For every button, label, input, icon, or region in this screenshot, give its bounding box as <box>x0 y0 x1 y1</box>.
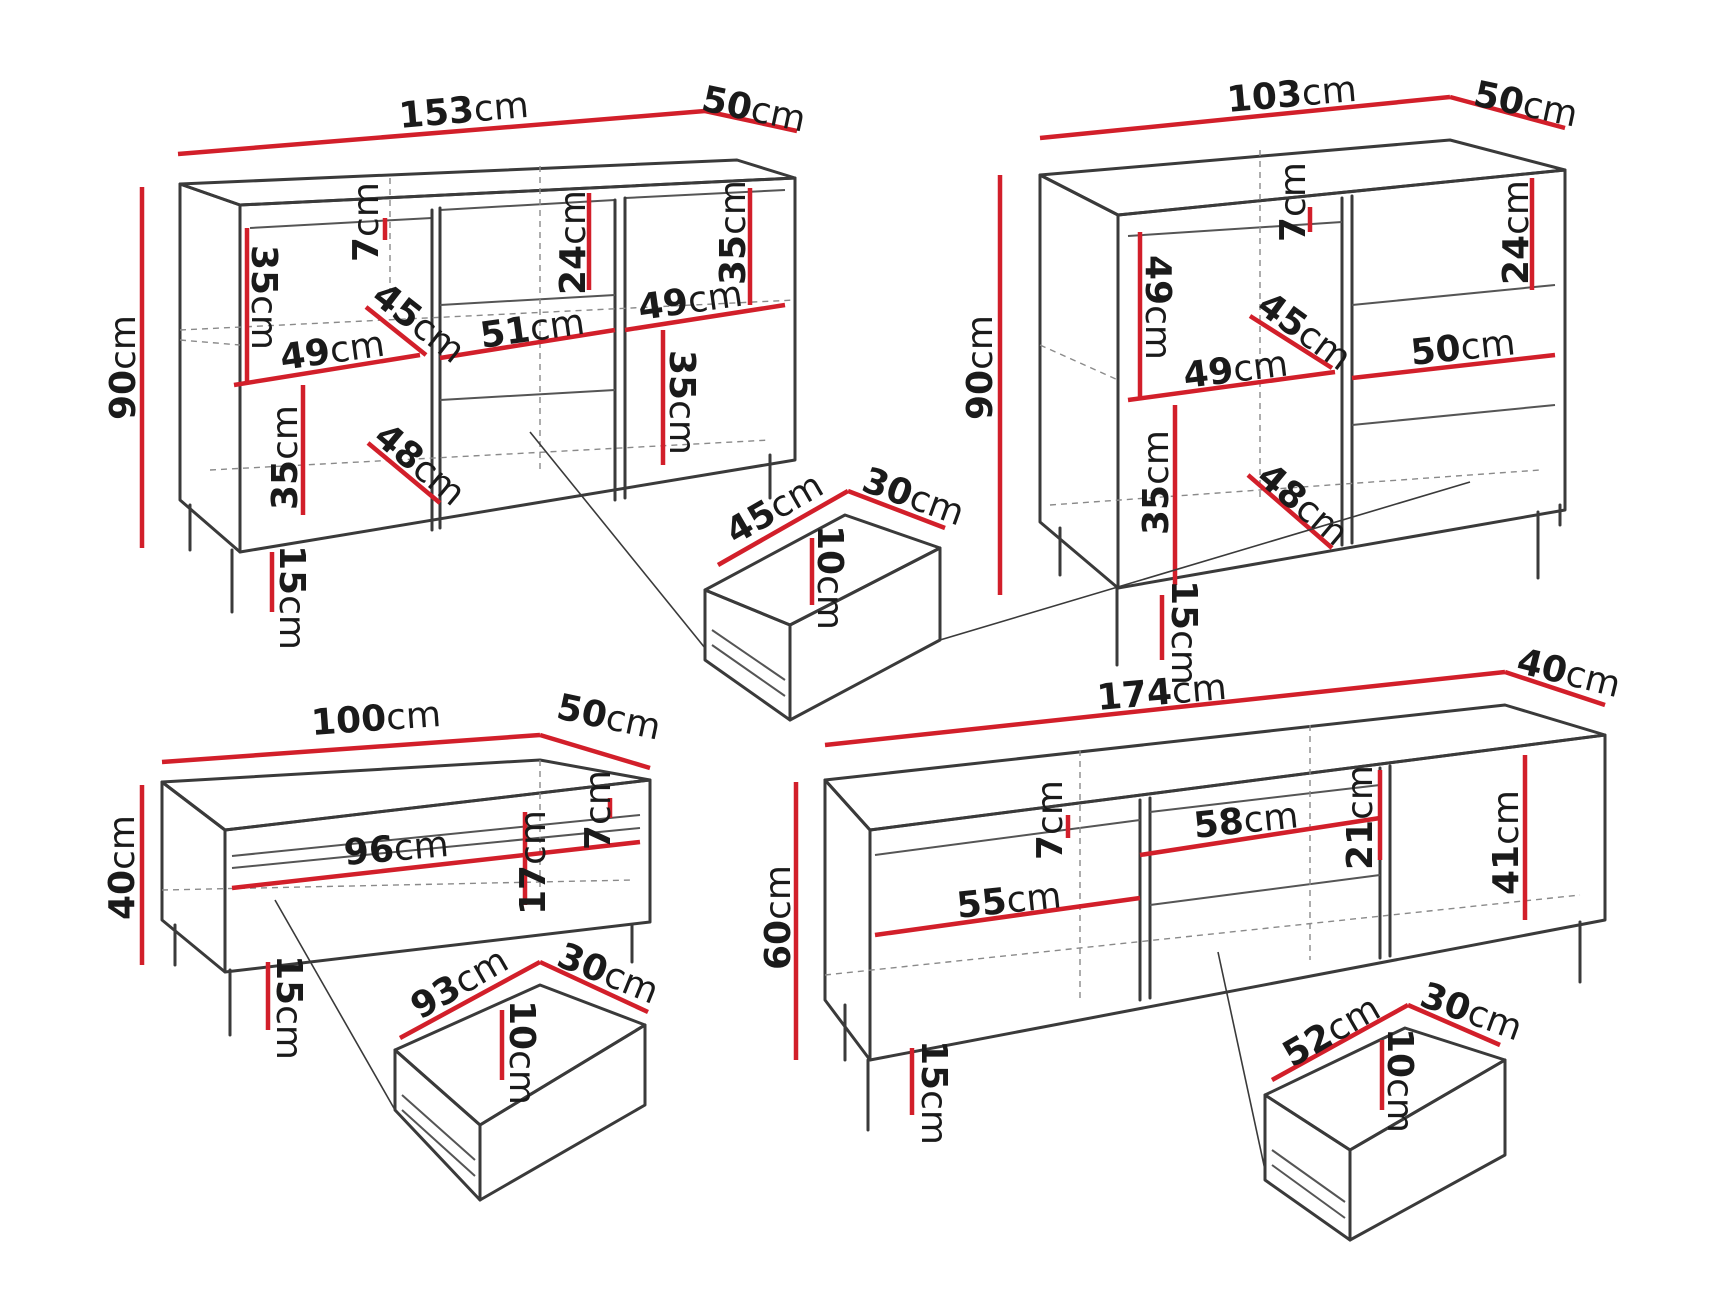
tv-unit: 174cm 40cm 60cm 15cm 7cm 58cm 21cm 55cm … <box>758 641 1625 1171</box>
drawer-label-height: 10cm <box>809 525 850 630</box>
drawer-label-width: 93cm <box>404 940 515 1028</box>
tv-unit-outline <box>823 703 1607 1132</box>
coffee-table-drawer: 93cm 30cm 10cm <box>393 935 665 1202</box>
drawer-leader <box>274 899 396 1111</box>
label-inner-0: 7cm <box>1030 780 1071 860</box>
label-depth: 50cm <box>553 687 664 749</box>
sideboard-large-drawer: 45cm 30cm 10cm <box>703 460 970 722</box>
label-height: 90cm <box>103 315 144 420</box>
label-inner-2: 7cm <box>578 770 619 850</box>
label-inner-0: 7cm <box>1273 162 1314 242</box>
label-inner-1: 49cm <box>1137 255 1178 360</box>
coffee-table: 100cm 50cm 40cm 15cm 96cm 17cm 7cm <box>102 687 664 1111</box>
sideboard-large-dims: 153cm 50cm 90cm 15cm 7cm 35cm 24cm 35cm … <box>103 79 809 650</box>
label-inner-6: 35cm <box>1136 430 1177 535</box>
label-height: 40cm <box>102 815 143 920</box>
label-depth: 50cm <box>698 79 809 141</box>
label-inner-10: 48cm <box>366 415 473 514</box>
label-inner-7: 48cm <box>1249 455 1356 554</box>
label-width: 103cm <box>1225 69 1358 121</box>
sideboard-small-outline <box>1038 138 1567 667</box>
label-inner-0: 7cm <box>346 182 387 262</box>
label-inner-9: 35cm <box>661 350 702 455</box>
label-inner-4: 41cm <box>1486 790 1527 895</box>
drawer-leader <box>529 431 706 649</box>
label-leg: 15cm <box>271 545 312 650</box>
drawer-label-height: 10cm <box>1379 1028 1420 1133</box>
coffee-table-dims: 100cm 50cm 40cm 15cm 96cm 17cm 7cm <box>102 687 664 1060</box>
drawer-label-depth: 30cm <box>552 935 665 1012</box>
sideboard-small-dims: 103cm 50cm 90cm 15cm 7cm 49cm 24cm 45cm … <box>960 69 1581 685</box>
drawer-leader <box>1217 951 1266 1171</box>
dim-line-width <box>177 108 706 157</box>
label-width: 153cm <box>397 85 530 137</box>
sideboard-small: 103cm 50cm 90cm 15cm 7cm 49cm 24cm 45cm … <box>939 69 1581 685</box>
label-inner-2: 21cm <box>1340 765 1381 870</box>
coffee-table-outline <box>160 758 652 1037</box>
label-width: 174cm <box>1095 667 1228 719</box>
label-inner-2: 24cm <box>1496 180 1537 285</box>
label-height: 90cm <box>960 315 1001 420</box>
drawer-leader <box>939 481 1471 641</box>
label-inner-4: 49cm <box>1181 343 1290 396</box>
label-inner-2: 24cm <box>553 190 594 295</box>
label-inner-1: 58cm <box>1192 795 1301 847</box>
label-inner-0: 96cm <box>342 824 450 874</box>
label-depth: 50cm <box>1470 74 1581 136</box>
label-leg: 15cm <box>913 1040 954 1145</box>
label-inner-8: 35cm <box>265 405 306 510</box>
label-leg: 15cm <box>268 955 309 1060</box>
label-inner-3: 55cm <box>955 875 1064 927</box>
sideboard-large: 153cm 50cm 90cm 15cm 7cm 35cm 24cm 35cm … <box>103 79 809 650</box>
label-inner-1: 17cm <box>513 810 554 915</box>
label-height: 60cm <box>758 865 799 970</box>
label-inner-3: 35cm <box>713 180 754 285</box>
label-inner-5: 50cm <box>1409 322 1518 374</box>
drawer-label-depth: 30cm <box>1415 975 1528 1049</box>
label-depth: 40cm <box>1513 641 1625 706</box>
dim-line-depth <box>704 108 798 134</box>
drawer-label-height: 10cm <box>501 1000 542 1105</box>
label-inner-1: 35cm <box>243 245 284 350</box>
label-inner-7: 49cm <box>636 274 746 329</box>
label-leg: 15cm <box>1163 580 1204 685</box>
label-inner-5: 49cm <box>278 324 388 379</box>
tv-unit-dims: 174cm 40cm 60cm 15cm 7cm 58cm 21cm 55cm … <box>758 641 1625 1145</box>
label-width: 100cm <box>310 694 443 744</box>
tv-unit-drawer: 52cm 30cm 10cm <box>1263 975 1528 1242</box>
drawer-label-depth: 30cm <box>857 460 970 534</box>
label-inner-6: 51cm <box>478 302 588 357</box>
